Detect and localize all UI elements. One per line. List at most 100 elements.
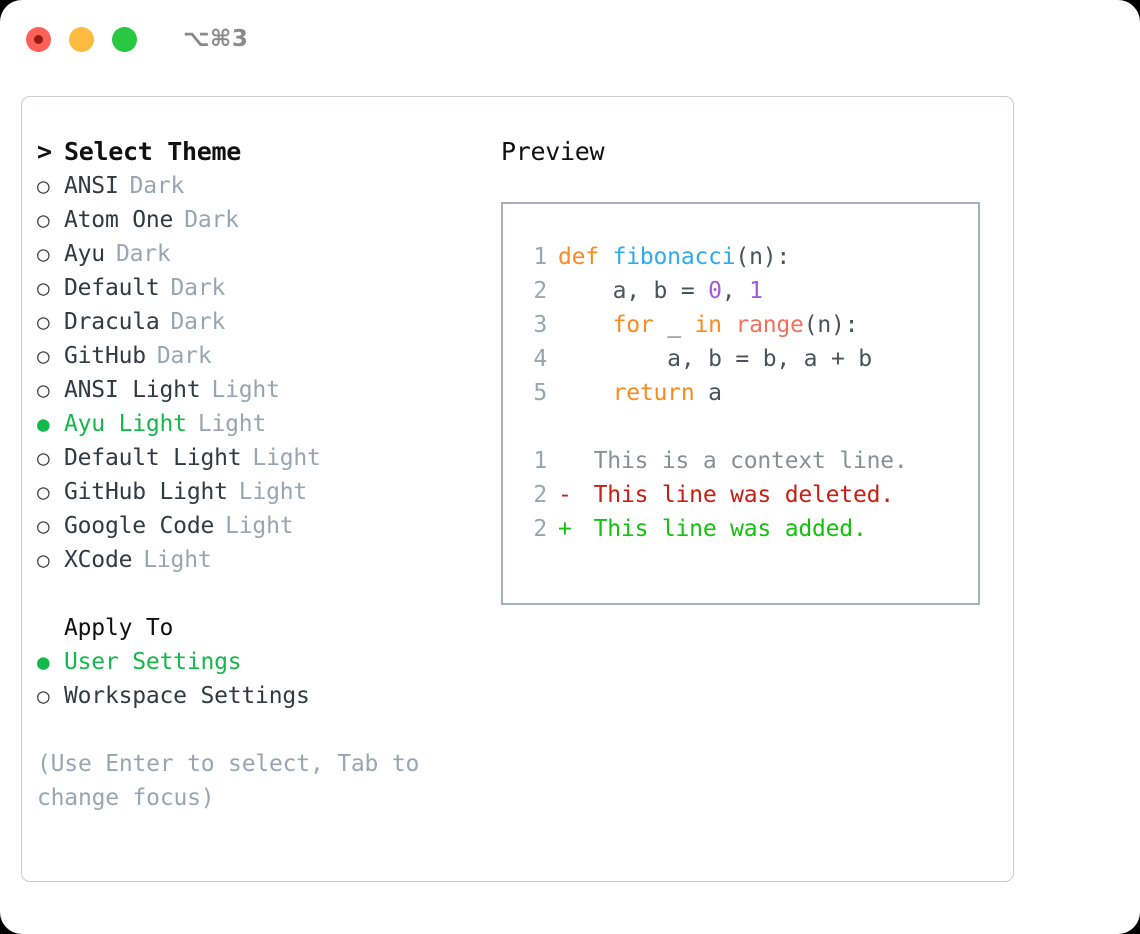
page-title: >Select Theme — [37, 135, 487, 169]
radio-selected-icon: ● — [37, 650, 50, 674]
code-token: 1 — [749, 278, 763, 304]
code-token: (n): — [803, 312, 859, 338]
radio-unselected-icon: ○ — [37, 208, 50, 232]
diff-line: 2 + This line was added. — [503, 512, 978, 546]
theme-option-label: Ayu Light — [64, 411, 187, 437]
section-spacer — [37, 577, 487, 611]
theme-option-label: ANSI Light — [64, 377, 201, 403]
theme-option-tag: Dark — [115, 241, 171, 267]
code-token: fibonacci — [612, 244, 736, 270]
code-token: return — [612, 380, 695, 406]
theme-option-ayu[interactable]: ○ Ayu Dark — [37, 237, 487, 271]
theme-option-dracula[interactable]: ○ Dracula Dark — [37, 305, 487, 339]
apply-to-option-user-settings[interactable]: ● User Settings — [37, 645, 487, 679]
line-number: 2 — [533, 516, 547, 542]
preview-title: Preview — [501, 137, 605, 166]
radio-unselected-icon: ○ — [37, 310, 50, 334]
apply-to-option-workspace-settings[interactable]: ○ Workspace Settings — [37, 679, 487, 713]
apply-to-header: Apply To — [64, 615, 174, 641]
code-token: , — [721, 278, 750, 304]
code-diff-spacer — [503, 410, 978, 444]
close-button[interactable] — [26, 26, 51, 52]
diff-line: 1 This is a context line. — [503, 444, 978, 478]
diff-text: This line was added. — [580, 516, 867, 542]
radio-unselected-icon: ○ — [37, 378, 50, 402]
radio-unselected-icon: ○ — [37, 446, 50, 470]
caret-icon: > — [37, 137, 52, 166]
minimize-button[interactable] — [69, 26, 94, 52]
theme-option-label: Google Code — [64, 513, 215, 539]
apply-to-option-label: User Settings — [64, 649, 242, 675]
code-text: a, b = b, a + b — [558, 342, 872, 376]
line-number: 4 — [533, 346, 547, 372]
radio-unselected-icon: ○ — [37, 174, 50, 198]
theme-option-tag: Light — [143, 547, 212, 573]
code-token: for — [612, 312, 654, 338]
radio-unselected-icon: ○ — [37, 684, 50, 708]
theme-option-tag: Light — [225, 513, 294, 539]
theme-option-ansi[interactable]: ○ ANSI Dark — [37, 169, 487, 203]
theme-option-ansi-light[interactable]: ○ ANSI Light Light — [37, 373, 487, 407]
code-text: for _ in range(n): — [558, 308, 859, 342]
diff-marker: - — [558, 482, 572, 508]
code-token: a — [694, 380, 722, 406]
theme-option-label: GitHub Light — [64, 479, 228, 505]
diff-marker — [558, 444, 580, 478]
theme-option-tag: Light — [238, 479, 308, 505]
theme-option-label: Dracula — [64, 309, 160, 335]
theme-option-tag: Dark — [170, 309, 226, 335]
code-token: a, b = — [558, 278, 709, 304]
theme-option-label: Default Light — [64, 445, 242, 471]
code-line: 3 for _ in range(n): — [503, 308, 978, 342]
radio-unselected-icon: ○ — [37, 276, 50, 300]
line-number: 1 — [533, 448, 547, 474]
code-token: def — [558, 244, 613, 270]
radio-unselected-icon: ○ — [37, 480, 50, 504]
diff-text: This line was deleted. — [580, 482, 894, 508]
theme-option-tag: Dark — [129, 173, 185, 199]
code-token — [722, 312, 736, 338]
maximize-button[interactable] — [112, 26, 137, 52]
line-number: 2 — [533, 482, 547, 508]
line-number: 1 — [533, 244, 547, 270]
diff-marker: + — [558, 516, 572, 542]
traffic-lights — [26, 26, 137, 52]
diff-text: This is a context line. — [580, 448, 908, 474]
keyboard-hint: (Use Enter to select, Tab to change focu… — [37, 751, 420, 811]
code-line: 1 def fibonacci(n): — [503, 240, 978, 274]
code-token: range — [735, 312, 804, 338]
line-number: 5 — [533, 380, 547, 406]
theme-option-label: Default — [64, 275, 160, 301]
theme-option-label: Ayu — [64, 241, 105, 267]
radio-unselected-icon: ○ — [37, 548, 50, 572]
radio-selected-icon: ● — [37, 412, 50, 436]
apply-to-option-label: Workspace Settings — [64, 683, 310, 709]
diff-sample: 1 This is a context line.2- This line wa… — [503, 444, 978, 546]
theme-option-github-light[interactable]: ○ GitHub Light Light — [37, 475, 487, 509]
apply-to-option-list: ● User Settings ○ Workspace Settings — [37, 645, 487, 713]
code-token: 0 — [708, 278, 722, 304]
theme-option-tag: Dark — [184, 207, 239, 233]
theme-option-tag: Dark — [156, 343, 212, 369]
code-line: 5 return a — [503, 376, 978, 410]
code-token — [558, 312, 613, 338]
radio-unselected-icon: ○ — [37, 242, 50, 266]
theme-option-label: ANSI — [64, 173, 119, 199]
diff-line: 2- This line was deleted. — [503, 478, 978, 512]
code-token: (n): — [735, 244, 791, 270]
theme-option-tag: Light — [211, 377, 280, 403]
radio-unselected-icon: ○ — [37, 344, 50, 368]
code-text: def fibonacci(n): — [558, 240, 790, 274]
